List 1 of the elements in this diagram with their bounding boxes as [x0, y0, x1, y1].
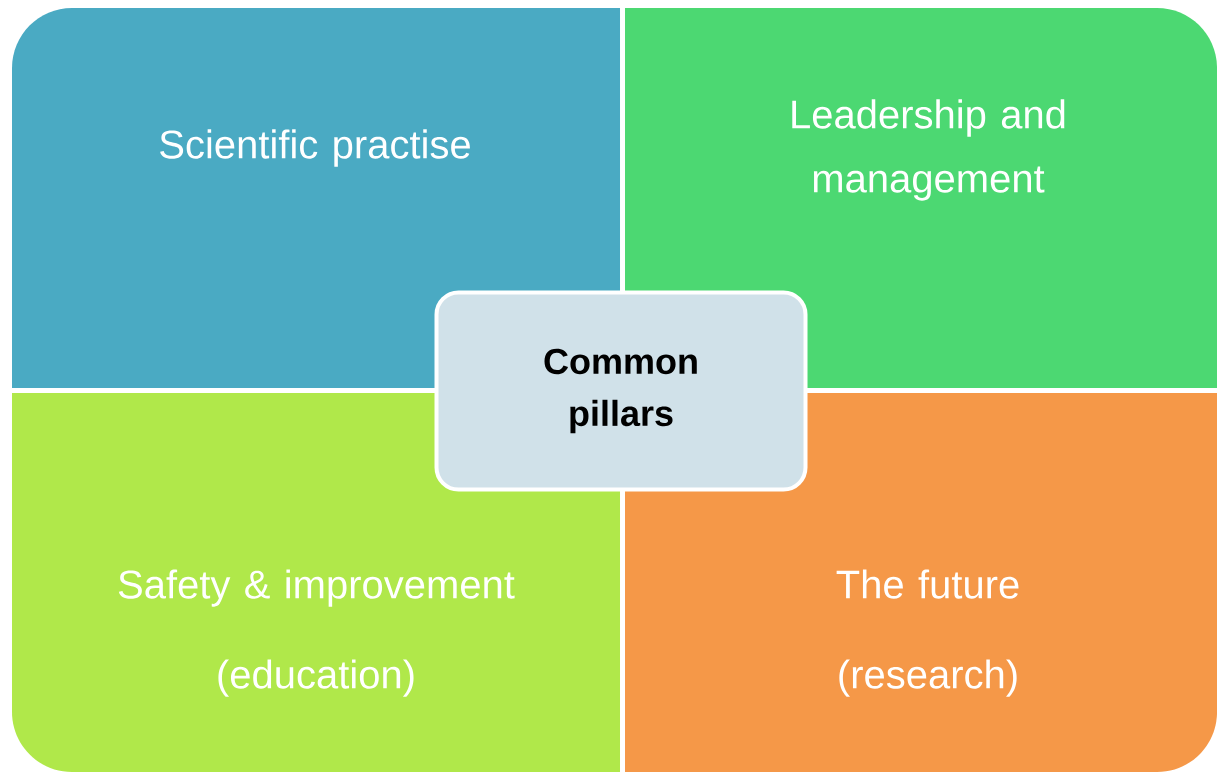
- center-box: Common pillars: [434, 290, 808, 492]
